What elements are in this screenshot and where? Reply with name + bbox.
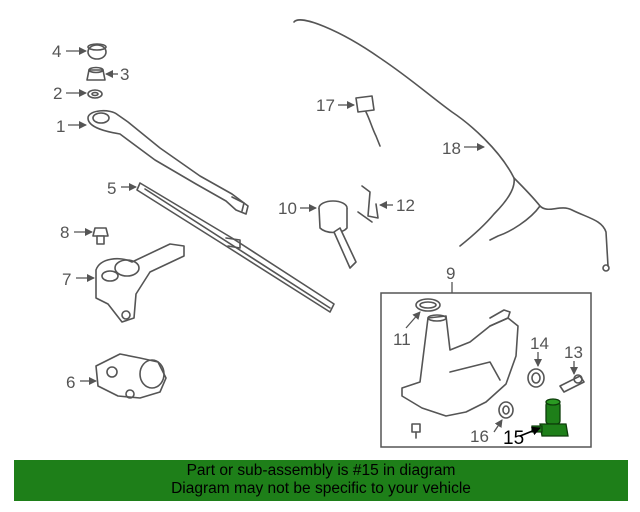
banner-line-2: Diagram may not be specific to your vehi… <box>171 480 471 497</box>
callout-15: 15 <box>503 428 524 449</box>
part-15-washer-pump <box>531 398 569 437</box>
callout-2: 2 <box>53 84 62 103</box>
leader-11 <box>405 311 421 329</box>
callout-13: 13 <box>564 343 583 362</box>
parts-diagram: 4 3 2 1 5 8 7 <box>52 19 610 449</box>
part-3-nut <box>86 66 106 81</box>
callout-5: 5 <box>107 179 116 198</box>
reservoir-tank <box>401 309 519 417</box>
callout-14: 14 <box>530 334 549 353</box>
callout-6: 6 <box>66 373 75 392</box>
callout-8: 8 <box>60 223 69 242</box>
callout-3: 3 <box>120 65 129 84</box>
part-11-filler-cap <box>415 298 441 312</box>
callout-1: 1 <box>56 117 65 136</box>
part-12-clip <box>357 185 379 223</box>
info-banner: Part or sub-assembly is #15 in diagram D… <box>14 460 628 501</box>
part-16-grommet <box>498 401 514 419</box>
part-1-wiper-arm <box>87 109 249 215</box>
callout-16: 16 <box>470 427 489 446</box>
banner-line-1: Part or sub-assembly is #15 in diagram <box>186 462 456 479</box>
callout-7: 7 <box>62 270 71 289</box>
part-18-hose <box>293 19 610 272</box>
callout-9: 9 <box>446 264 455 283</box>
leader-15 <box>519 426 541 437</box>
part-2-washer <box>87 89 103 99</box>
part-8-bolt <box>92 227 109 245</box>
part-9-assembly-box <box>380 292 592 448</box>
reservoir-bolt <box>411 423 421 439</box>
callout-17: 17 <box>316 96 335 115</box>
callout-11: 11 <box>393 330 411 349</box>
callout-18: 18 <box>442 139 461 158</box>
callout-4: 4 <box>52 42 61 61</box>
callout-12: 12 <box>396 196 415 215</box>
part-7-linkage <box>95 243 185 323</box>
part-14-grommet <box>527 368 545 388</box>
part-5-wiper-blade <box>136 182 335 313</box>
part-6-wiper-motor <box>95 353 167 399</box>
leader-16 <box>493 419 503 433</box>
callout-10: 10 <box>278 199 297 218</box>
part-13-level-sensor <box>559 374 585 393</box>
part-4-cap <box>87 43 107 60</box>
part-10-fitting <box>318 200 357 269</box>
part-17-connector <box>355 95 381 147</box>
